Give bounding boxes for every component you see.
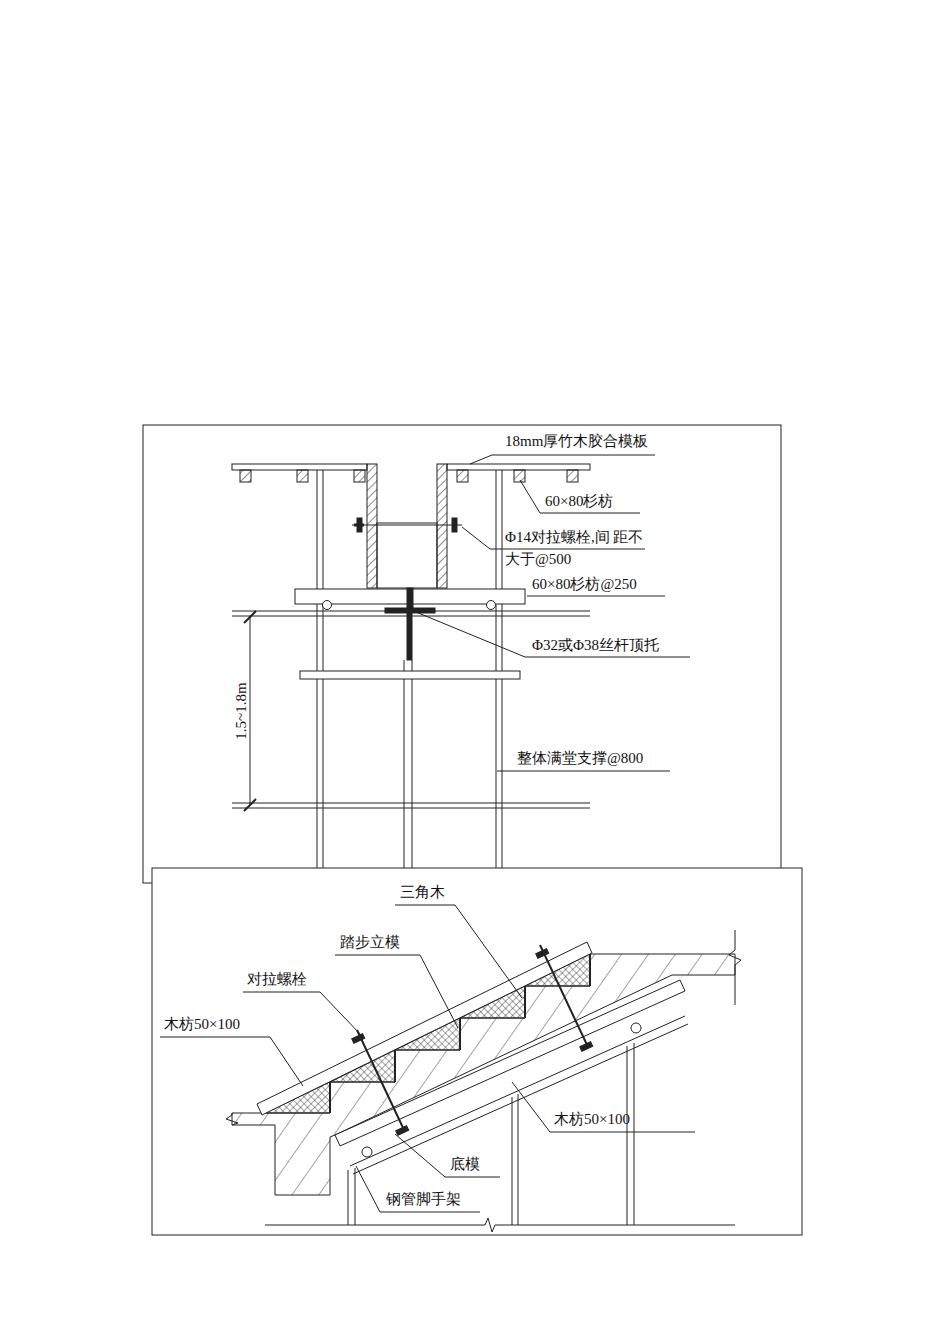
dimension-label: 1.5~1.8m — [230, 682, 252, 739]
slab-plywood — [232, 464, 590, 470]
ledger-tubes — [232, 601, 590, 809]
battens — [240, 470, 578, 482]
concrete-stair — [232, 954, 735, 1195]
beam-side-boards — [367, 464, 447, 588]
callout-label: 木枋50×100 — [554, 1108, 630, 1130]
callout-label: 60×80杉枋@250 — [532, 573, 637, 595]
tie-bolts — [352, 945, 593, 1135]
ground-line — [226, 930, 741, 1232]
callout-label: 钢管脚手架 — [386, 1188, 461, 1210]
callout-label: 底模 — [450, 1153, 480, 1175]
callout-label: 对拉螺栓 — [247, 968, 307, 990]
bottom-form — [335, 980, 685, 1146]
callout-label: Φ32或Φ38丝杆顶托 — [532, 634, 659, 656]
callout-label: 三角木 — [400, 881, 445, 903]
callout-label: 整体满堂支撑@800 — [517, 747, 643, 769]
callout-label: 木枋50×100 — [164, 1013, 240, 1035]
callout-label: 18mm厚竹木胶合模板 — [505, 430, 648, 452]
callout-label: Φ14对拉螺栓,间 距不大于@500 — [505, 526, 655, 570]
tie-bolt — [352, 518, 462, 532]
scaffold-tubes — [348, 1016, 688, 1225]
leader-lines — [416, 455, 690, 771]
callout-label: 踏步立模 — [340, 931, 400, 953]
leader-lines — [160, 905, 695, 1212]
callout-label: 60×80杉枋 — [545, 490, 613, 512]
panel-frame — [152, 868, 802, 1235]
panel-frame — [143, 425, 781, 883]
screw-jack — [385, 588, 435, 660]
